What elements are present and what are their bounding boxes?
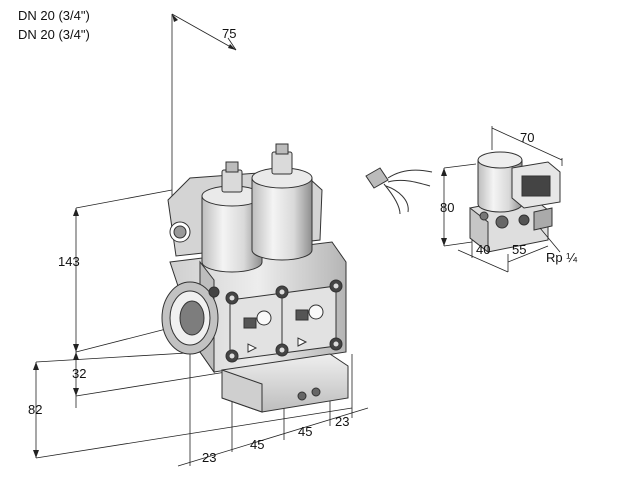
gas-valve-illustration	[161, 143, 349, 413]
dim-side-offset: 23	[335, 414, 349, 429]
dim-height: 143	[58, 254, 80, 269]
model-size-label-1: DN 20 (3/4")	[18, 8, 90, 23]
detail-dim-width: 70	[520, 130, 534, 145]
dim-spacing-1: 45	[250, 437, 264, 452]
dim-base-height: 82	[28, 402, 42, 417]
dimension-arrows	[33, 14, 236, 458]
detail-dimension-lines	[443, 126, 563, 273]
dim-spacing-2: 45	[298, 424, 312, 439]
dim-inlet-offset: 32	[72, 366, 86, 381]
dimension-labels: 75 143 32 82 23 45 45 23 70 80 40 55 Rp …	[28, 26, 577, 465]
pressure-switch-detail	[365, 151, 561, 254]
detail-dim-length-a: 40	[476, 242, 490, 257]
detail-dim-height: 80	[440, 200, 454, 215]
detail-thread-label: Rp ¼	[546, 250, 577, 265]
detail-dim-length-b: 55	[512, 242, 526, 257]
model-size-label-2: DN 20 (3/4")	[18, 27, 90, 42]
dim-front-offset: 23	[202, 450, 216, 465]
detail-dimension-arrows	[441, 168, 447, 246]
dim-depth: 75	[222, 26, 236, 41]
